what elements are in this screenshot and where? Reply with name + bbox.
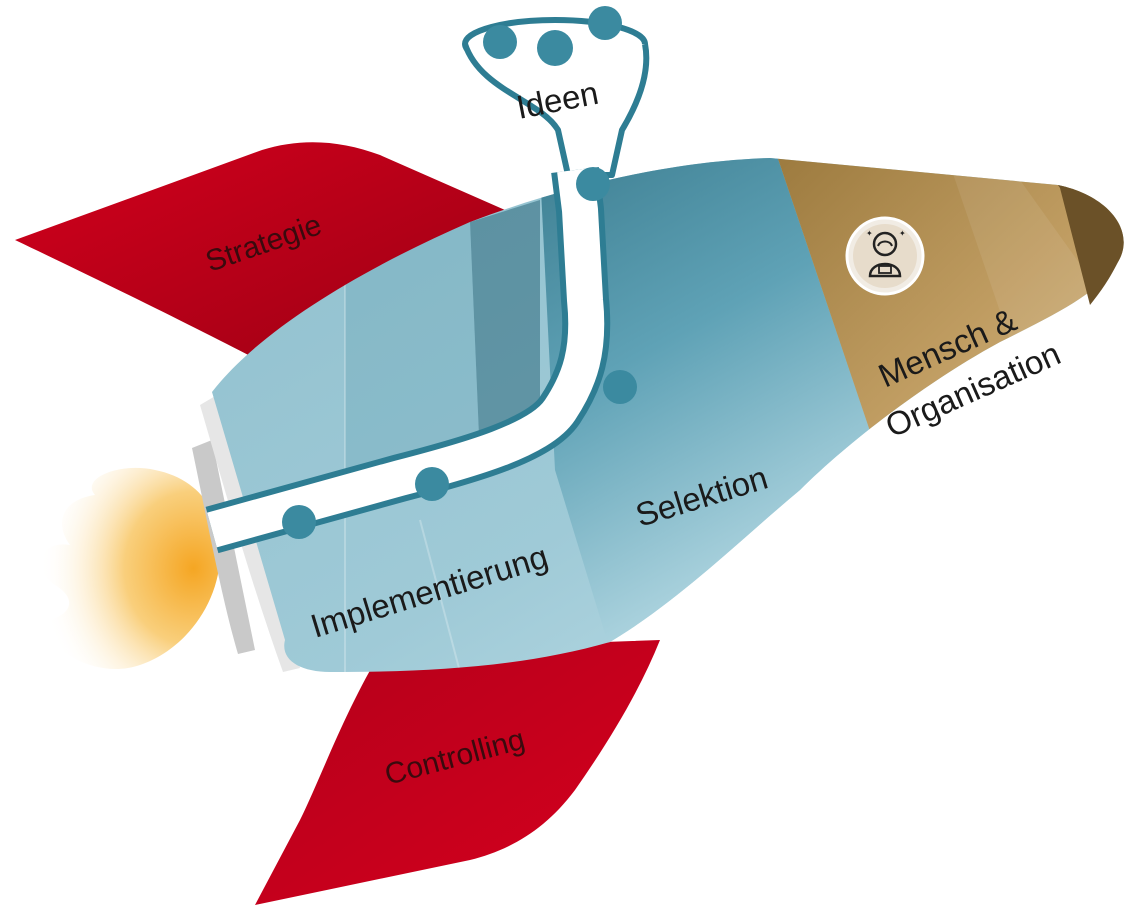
idea-ball — [576, 167, 610, 201]
idea-ball — [603, 370, 637, 404]
funnel-body — [462, 42, 650, 178]
flame-exhaust — [40, 467, 221, 670]
svg-text:✦: ✦ — [866, 229, 873, 238]
rocket-nose-tip — [1058, 185, 1124, 305]
idea-ball — [537, 30, 573, 66]
svg-text:✦: ✦ — [899, 229, 906, 238]
fin-controlling — [255, 640, 660, 905]
astronaut-icon: ✦ ✦ — [845, 216, 925, 296]
idea-ball — [415, 467, 449, 501]
idea-ball — [588, 6, 622, 40]
fin-strategie — [15, 142, 505, 362]
idea-ball — [483, 25, 517, 59]
idea-ball — [282, 505, 316, 539]
